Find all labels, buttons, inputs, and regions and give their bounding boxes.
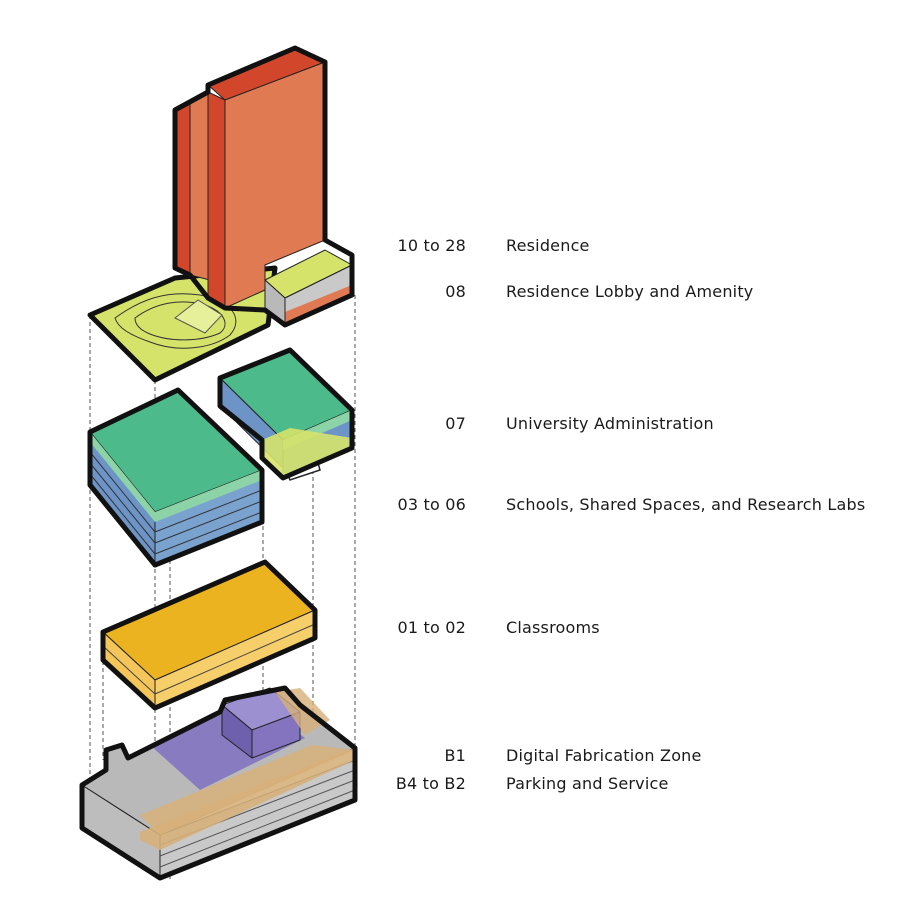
level-range: 08 (445, 282, 466, 301)
basement-block (79, 685, 358, 881)
legend-row-parking: B4 to B2 Parking and Service (0, 774, 898, 798)
program-label: Digital Fabrication Zone (506, 746, 702, 765)
level-range: 03 to 06 (397, 495, 466, 514)
level-range: B1 (444, 746, 466, 765)
service-ramp (275, 688, 330, 735)
landscape-contours (114, 293, 237, 349)
program-label: Parking and Service (506, 774, 669, 793)
residence-tower (172, 45, 355, 328)
classrooms-block (100, 559, 318, 711)
level-range: 07 (445, 414, 466, 433)
academic-block (87, 347, 355, 568)
legend-row-administration: 07 University Administration (0, 414, 898, 438)
landscape-mound (174, 299, 223, 334)
admin-main-green-band-front (155, 470, 262, 522)
legend-row-schools: 03 to 06 Schools, Shared Spaces, and Res… (0, 495, 898, 519)
fabrication-volume-right (251, 711, 301, 759)
admin-main-green-band (90, 432, 155, 522)
program-label: Residence (506, 236, 590, 255)
admin-main-outline (87, 387, 265, 568)
program-label: Schools, Shared Spaces, and Research Lab… (506, 495, 866, 514)
service-zone-top (140, 745, 355, 835)
classrooms-outline (100, 559, 318, 711)
schools-floor-lines (89, 451, 263, 555)
program-label: University Administration (506, 414, 714, 433)
admin-east-outline (217, 347, 355, 481)
level-range: 01 to 02 (397, 618, 466, 637)
tower-outline (172, 45, 355, 328)
program-label: Classrooms (506, 618, 600, 637)
program-label: Residence Lobby and Amenity (506, 282, 754, 301)
legend-row-lobby: 08 Residence Lobby and Amenity (0, 282, 898, 306)
service-zone (140, 748, 355, 850)
legend-row-classrooms: 01 to 02 Classrooms (0, 618, 898, 642)
level-range: B4 to B2 (395, 774, 466, 793)
level-range: 10 to 28 (397, 236, 466, 255)
legend-row-fabrication: B1 Digital Fabrication Zone (0, 746, 898, 770)
admin-east-lobby-band (262, 428, 352, 478)
basement-outline (79, 685, 358, 881)
tower-main-left (207, 91, 226, 309)
legend-row-residence: 10 to 28 Residence (0, 236, 898, 260)
